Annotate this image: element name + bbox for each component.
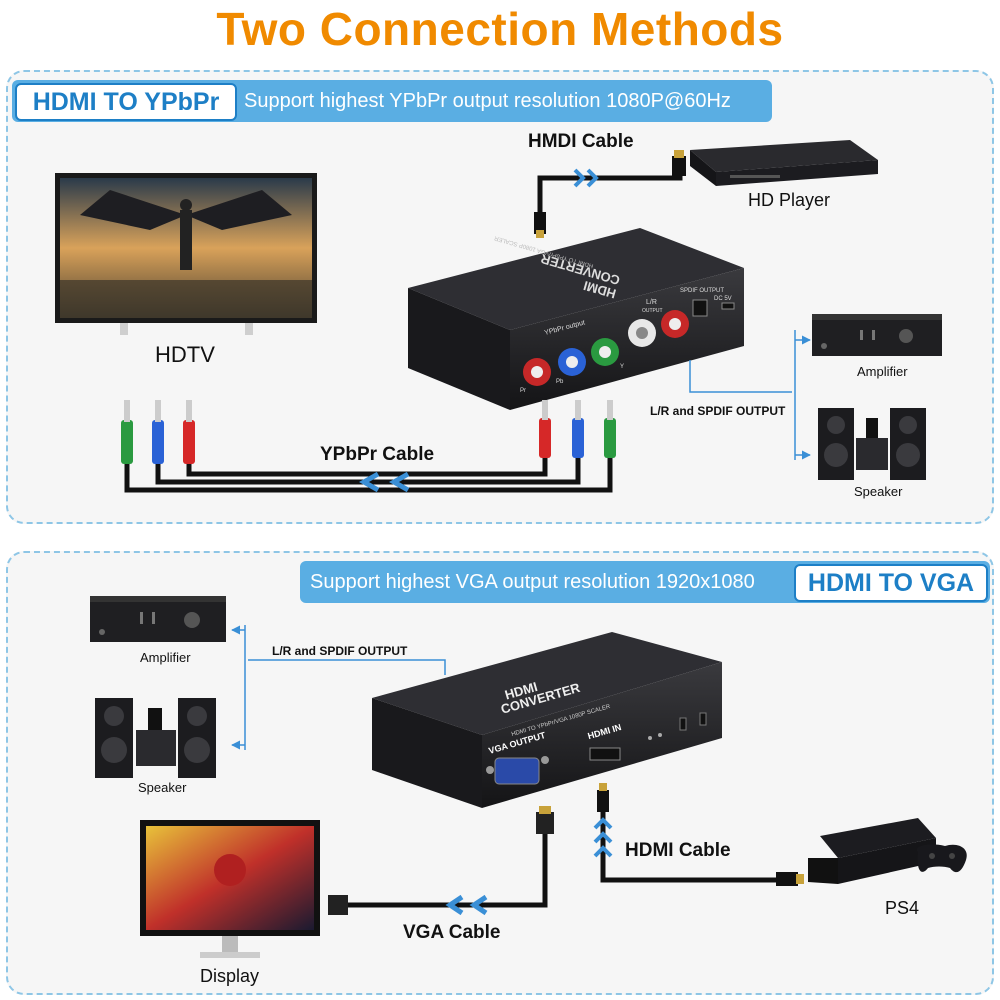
label-display: Display	[200, 966, 260, 986]
label-hmdi-cable-top: HMDI Cable	[528, 131, 634, 152]
lr-spdif-connector-bottom	[231, 625, 446, 750]
label-speaker-top: Speaker	[854, 484, 903, 499]
label-hd-player: HD Player	[748, 190, 831, 210]
banner-ypbpr-text: Support highest YPbPr output resolution …	[244, 90, 731, 112]
top-spdif-label: SPDIF OUTPUT	[680, 288, 724, 294]
banner-vga: Support highest VGA output resolution 19…	[300, 561, 990, 603]
label-lr-spdif-bottom: L/R and SPDIF OUTPUT	[272, 644, 408, 658]
label-hdtv: HDTV	[155, 342, 215, 367]
banner-ypbpr: HDMI TO YPbPr Support highest YPbPr outp…	[12, 80, 772, 122]
ypbpr-cable	[121, 400, 616, 493]
top-dc-label: DC 5V	[714, 296, 732, 302]
page-title: Two Connection Methods	[216, 3, 784, 55]
label-amplifier-bottom: Amplifier	[140, 650, 191, 665]
label-ypbpr-cable: YPbPr Cable	[320, 444, 435, 465]
amplifier-bottom-illustration	[90, 596, 226, 642]
vga-cable	[328, 806, 554, 916]
hdmi-cable-bottom	[593, 783, 804, 886]
hd-player-illustration	[690, 140, 878, 186]
ps4-illustration	[808, 818, 967, 884]
label-lr-spdif-top: L/R and SPDIF OUTPUT	[650, 404, 786, 418]
converter-box-top	[408, 228, 744, 410]
hdmi-cable-top	[534, 150, 686, 238]
tag-hdmi-to-vga: HDMI TO VGA	[794, 564, 988, 602]
label-amplifier-top: Amplifier	[857, 364, 908, 379]
tag-hdmi-to-ypbpr: HDMI TO YPbPr	[15, 83, 237, 121]
hdtv-illustration	[55, 173, 317, 335]
display-illustration	[140, 820, 320, 958]
top-y-label: Y	[620, 364, 624, 370]
label-ps4: PS4	[885, 898, 920, 918]
label-hdmi-cable-bottom: HDMI Cable	[625, 840, 731, 861]
converter-box-bottom	[372, 632, 722, 808]
label-vga-cable: VGA Cable	[403, 922, 501, 943]
speaker-top-illustration	[818, 408, 926, 480]
top-pb-label: Pb	[556, 379, 564, 385]
top-lr-label: L/R	[646, 299, 657, 306]
speaker-bottom-illustration	[95, 698, 216, 778]
amplifier-top-illustration	[812, 314, 942, 356]
top-output-label: OUTPUT	[642, 308, 663, 314]
lr-spdif-connector-top	[689, 330, 811, 460]
banner-vga-text: Support highest VGA output resolution 19…	[310, 571, 755, 593]
label-speaker-bottom: Speaker	[138, 780, 187, 795]
top-pr-label: Pr	[520, 388, 526, 394]
